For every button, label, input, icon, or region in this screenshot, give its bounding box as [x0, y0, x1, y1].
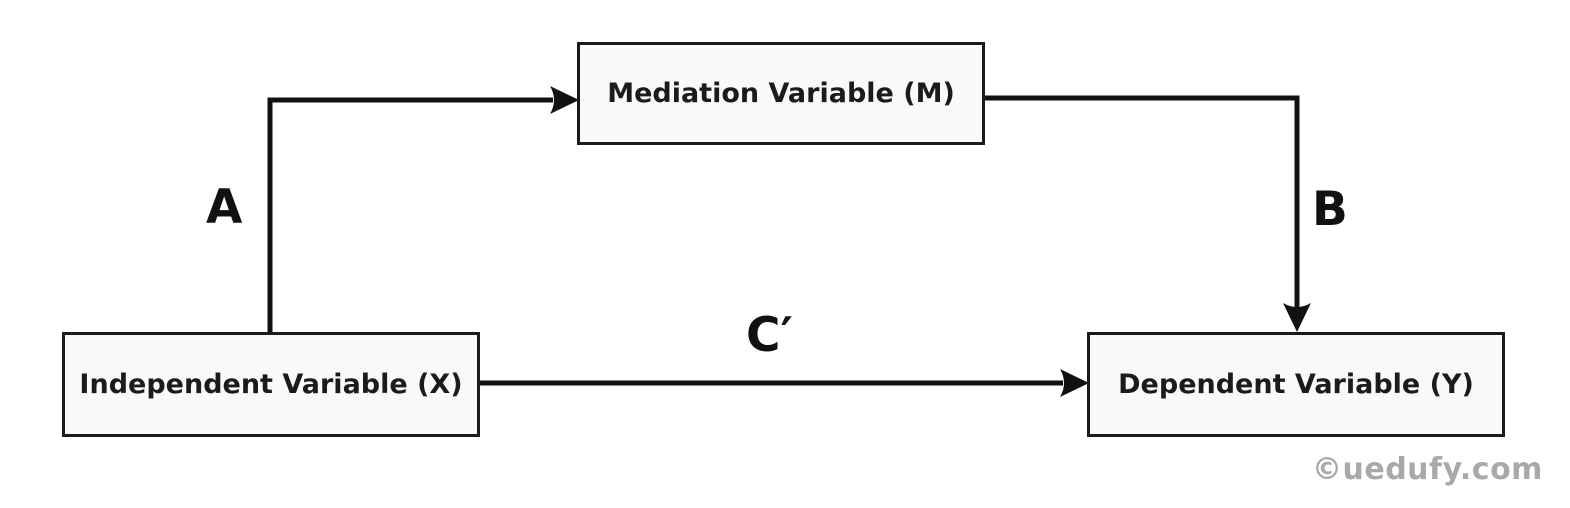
arrow-a-head: [550, 86, 579, 114]
path-a-label: A: [206, 180, 243, 235]
dependent-variable-label: Dependent Variable (Y): [1118, 369, 1474, 400]
independent-variable-box: Independent Variable (X): [62, 332, 480, 437]
independent-variable-label: Independent Variable (X): [79, 369, 463, 400]
watermark: ©uedufy.com: [1312, 452, 1543, 487]
arrow-a-line: [267, 97, 553, 334]
dependent-variable-box: Dependent Variable (Y): [1087, 332, 1505, 437]
arrow-b-head: [1283, 303, 1311, 332]
arrow-b-line: [985, 95, 1300, 307]
mediation-variable-box: Mediation Variable (M): [577, 42, 985, 145]
path-b-label: B: [1312, 182, 1348, 237]
mediation-variable-label: Mediation Variable (M): [607, 78, 955, 109]
arrow-c-head: [1060, 369, 1089, 397]
path-c-label: C′: [746, 308, 793, 363]
